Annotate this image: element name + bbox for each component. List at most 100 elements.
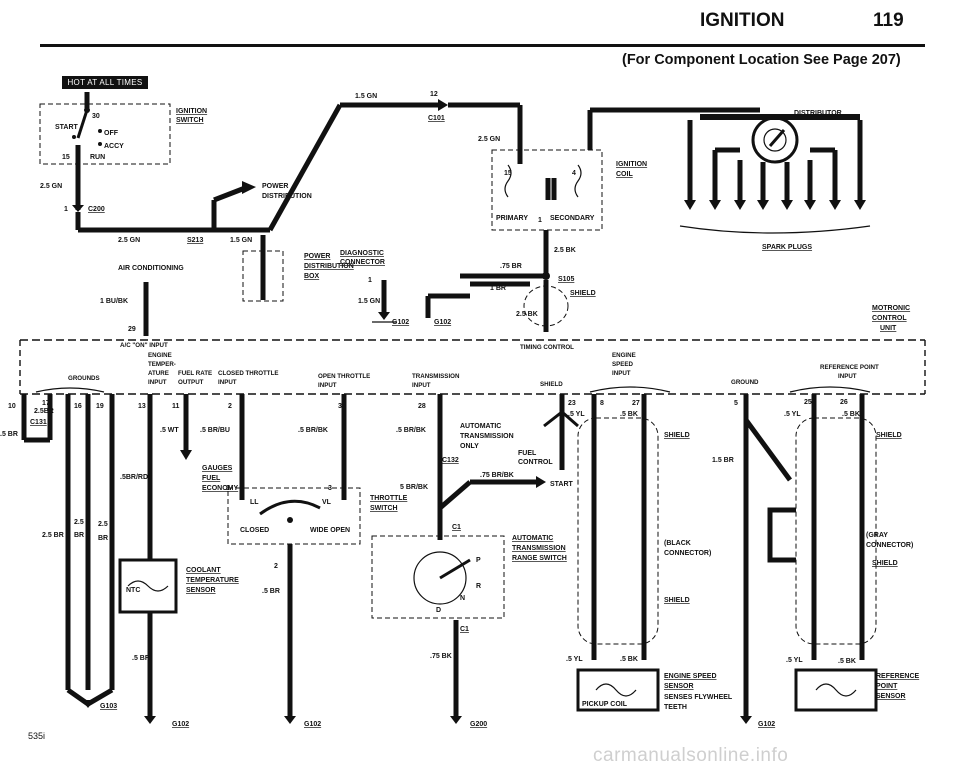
wire-5-bk-d: .5 BK [838, 658, 856, 665]
wire-75-br-bk: .75 BR/BK [480, 472, 514, 479]
wire-5-br-b: .5 BR [262, 588, 280, 595]
engine-speed-sensor-circuit: 23 8 27 .5 YL .5 BK SHIELD (BLACK CONNEC… [543, 394, 733, 712]
shield-label-rp-b: SHIELD [872, 560, 898, 567]
diagnostic-connector-label: DIAGNOSTIC [340, 250, 384, 257]
splice-s213: S213 [187, 237, 203, 244]
svg-text:ECONOMY: ECONOMY [202, 485, 239, 492]
throttle-pin-3: 3 [328, 485, 332, 492]
reference-point-sensor-circuit: 5 25 26 .5 YL .5 BK 1.5 BR G102 SHIELD (… [712, 394, 920, 728]
svg-text:UNIT: UNIT [880, 325, 897, 332]
svg-text:REFERENCE: REFERENCE [876, 673, 920, 680]
svg-text:TRANSMISSION: TRANSMISSION [512, 545, 566, 552]
connector-c1-b: C1 [460, 626, 469, 633]
coil-secondary-label: SECONDARY [550, 215, 595, 222]
shield-label-coil: SHIELD [570, 290, 596, 297]
svg-text:(BLACK: (BLACK [664, 540, 691, 547]
wire-5-br-a: .5 BR [132, 655, 150, 662]
pin-17: 17 [42, 400, 50, 407]
pin-12-c101: 12 [430, 91, 438, 98]
svg-text:SWITCH: SWITCH [176, 117, 204, 124]
hot-at-all-times-badge: HOT AT ALL TIMES [62, 76, 148, 89]
grounds-label: GROUNDS [68, 375, 100, 382]
coil-terminal-15: 15 [504, 170, 512, 177]
vl-label: VL [322, 499, 332, 506]
pin-3: 3 [338, 403, 342, 410]
svg-text:CONTROL: CONTROL [518, 459, 553, 466]
ignition-switch: 30 START OFF ACCY 15 RUN IGNITION SWITCH… [39, 92, 207, 213]
svg-text:(GRAY: (GRAY [866, 532, 888, 539]
svg-text:BOX: BOX [304, 273, 320, 280]
ground-g102-d: G102 [304, 721, 321, 728]
connector-c101: C101 [428, 115, 445, 122]
distributor: DISTRIBUTOR SPARK PLUGS [679, 110, 871, 251]
pin-27: 27 [632, 400, 640, 407]
wire-1-br: 1 BR [490, 285, 506, 292]
svg-text:DISTRIBUTION: DISTRIBUTION [304, 263, 354, 270]
svg-text:CLOSED THROTTLE: CLOSED THROTTLE [218, 370, 279, 377]
switch-start-label: START [55, 124, 79, 131]
wire-5-bk-b: .5 BK [620, 656, 638, 663]
ll-label: LL [250, 499, 259, 506]
wire-5-yl-b: .5 YL [566, 656, 583, 663]
wire-5-br-bk-a: .5 BR/BK [298, 427, 328, 434]
wire-5-yl-c: .5 YL [784, 411, 801, 418]
svg-text:TRANSMISSION: TRANSMISSION [412, 373, 460, 380]
coolant-sensor-circuit: 13 11 2 .5 WT .5 BR/BU .5BR/RD GAUGES FU… [118, 394, 245, 728]
throttle-pin-1: 1 [226, 485, 230, 492]
svg-text:COIL: COIL [616, 171, 633, 178]
svg-text:2.5: 2.5 [74, 519, 84, 526]
wire-2-5-gn-b: 2.5 GN [478, 136, 500, 143]
svg-text:TEETH: TEETH [664, 704, 687, 711]
pin-8: 8 [600, 400, 604, 407]
shield-label-es-a: SHIELD [664, 432, 690, 439]
svg-text:INPUT: INPUT [218, 379, 237, 386]
shield-label-mcu: SHIELD [540, 381, 563, 388]
svg-text:FUEL: FUEL [202, 475, 221, 482]
svg-text:SENSOR: SENSOR [664, 683, 694, 690]
svg-text:TEMPERATURE: TEMPERATURE [186, 577, 239, 584]
pin-23: 23 [568, 400, 576, 407]
coil-terminal-4: 4 [572, 170, 576, 177]
svg-text:POWER: POWER [304, 253, 330, 260]
svg-text:2.5 BR: 2.5 BR [42, 532, 64, 539]
pin-29: 29 [128, 326, 136, 333]
connector-c131: C131 [30, 419, 47, 426]
svg-text:GAUGES: GAUGES [202, 465, 233, 472]
switch-acc-label: ACCY [104, 143, 124, 150]
svg-text:RANGE SWITCH: RANGE SWITCH [512, 555, 567, 562]
throttle-pin-2: 2 [274, 563, 278, 570]
svg-text:ATURE: ATURE [148, 370, 169, 377]
svg-text:CONNECTOR): CONNECTOR) [664, 550, 711, 557]
svg-text:CONTROL: CONTROL [872, 315, 907, 322]
wire-1-bu-bk: 1 BU/BK [100, 298, 128, 305]
gear-p: P [476, 557, 481, 564]
wire-1-5-br: 1.5 BR [712, 457, 734, 464]
svg-text:FUEL RATE: FUEL RATE [178, 370, 212, 377]
power-distribution-label: POWER [262, 183, 288, 190]
wire-5-yl-a: .5 YL [568, 411, 585, 418]
coil-primary-label: PRIMARY [496, 215, 528, 222]
svg-text:AUTOMATIC: AUTOMATIC [512, 535, 553, 542]
svg-text:SPEED: SPEED [612, 361, 634, 368]
ignition-switch-label: IGNITION [176, 108, 207, 115]
switch-terminal-30: 30 [92, 113, 100, 120]
wire-2-5-gn-c: 2.5 GN [118, 237, 140, 244]
throttle-switch-circuit: 3 .5 BR/BK 1 3 LL VL CLOSED WIDE OPEN TH… [226, 394, 408, 728]
ground-wires-left: 10 17 16 19 2.5BR C131 .5 BR G103 2.5 2.… [0, 394, 117, 710]
wide-open-label: WIDE OPEN [310, 527, 350, 534]
transmission-circuit: 28 .5 BR/BK AUTOMATIC TRANSMISSION ONLY … [371, 394, 574, 728]
svg-text:THROTTLE: THROTTLE [370, 495, 408, 502]
connector-c132: C132 [442, 457, 459, 464]
svg-text:CONNECTOR: CONNECTOR [340, 259, 385, 266]
air-conditioning-feed: AIR CONDITIONING 1 BU/BK 29 [100, 265, 184, 336]
svg-text:SENSOR: SENSOR [876, 693, 906, 700]
gear-r: R [476, 583, 481, 590]
ground-g102-a: G102 [392, 319, 409, 326]
connector-c200: C200 [88, 206, 105, 213]
ground-g200: G200 [470, 721, 487, 728]
pin-11: 11 [172, 403, 180, 410]
splice-s105: S105 [558, 276, 574, 283]
wire-5-yl-d: .5 YL [786, 657, 803, 664]
ground-g102-c: G102 [172, 721, 189, 728]
distributor-label: DISTRIBUTOR [794, 110, 842, 117]
